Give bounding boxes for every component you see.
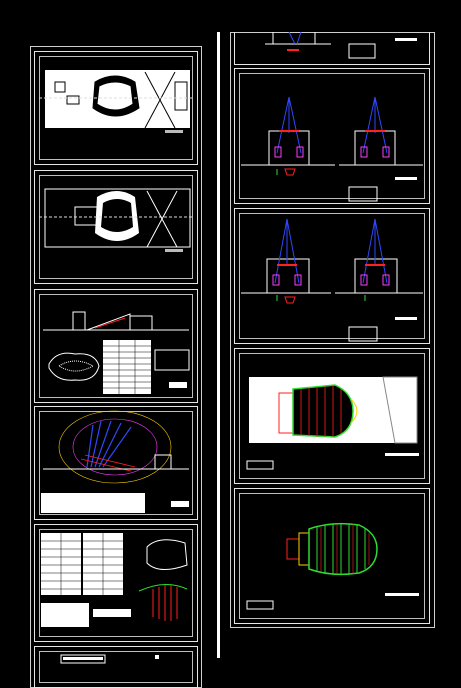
sightline-2-drawing [241, 218, 423, 342]
sheet-section-with-table[interactable] [34, 289, 198, 403]
partial-drawing [60, 654, 159, 664]
sheet-plan-2[interactable] [34, 170, 198, 284]
column-divider [217, 32, 220, 658]
sheet-partial-bottom[interactable] [34, 646, 198, 688]
sheet-seating-plan-1[interactable] [234, 348, 430, 484]
sheet-acoustic-rays[interactable] [34, 406, 198, 520]
plan-2-drawing [39, 188, 193, 252]
section-table-drawing [43, 311, 190, 394]
sheet-top-partial[interactable] [234, 32, 430, 65]
sheet-plan-1[interactable] [34, 51, 198, 165]
plan-1-drawing [39, 70, 193, 133]
sheet-seating-plan-2[interactable] [234, 488, 430, 624]
right-sheet-column [230, 32, 435, 628]
seating-plan-1-drawing [246, 376, 419, 470]
sheet-sightline-sections-1[interactable] [234, 68, 430, 204]
sheet-tables[interactable] [34, 524, 198, 642]
sheet-sightline-sections-2[interactable] [234, 208, 430, 344]
tables-drawing [41, 533, 188, 627]
seating-plan-2-drawing [246, 522, 419, 610]
top-partial-drawing [265, 32, 417, 59]
sightline-1-drawing [241, 96, 423, 202]
acoustic-ray-drawing [41, 410, 189, 513]
